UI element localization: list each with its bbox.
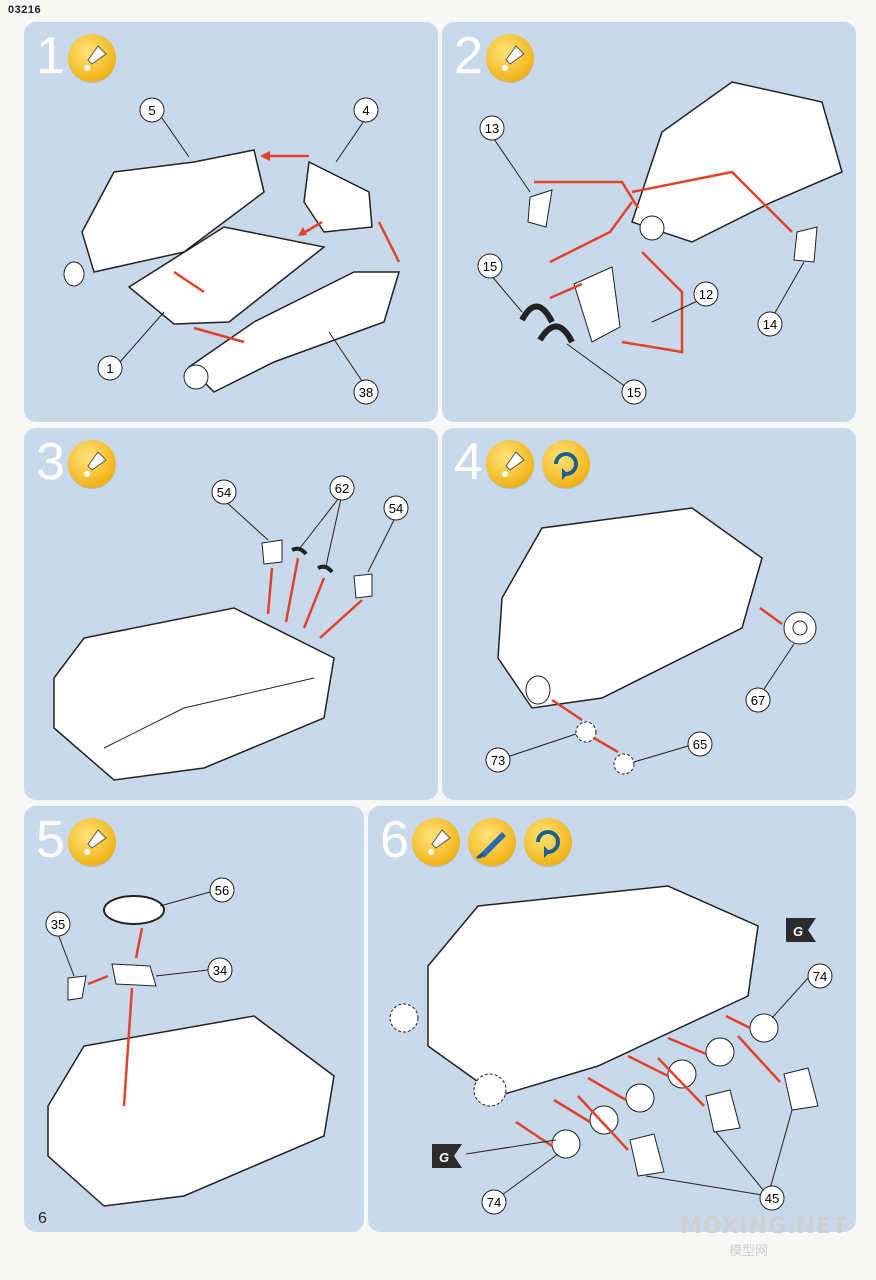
step-1-drawing: 5 4 1 38 bbox=[63, 97, 401, 405]
step-1-number: 1 bbox=[36, 27, 65, 85]
kit-code: 03216 bbox=[8, 4, 42, 16]
glue-icon bbox=[486, 440, 534, 488]
part-45-label: 45 bbox=[765, 1191, 779, 1206]
part-54a-label: 54 bbox=[217, 485, 231, 500]
step-2-panel: 2 13 15 15 12 14 bbox=[442, 22, 856, 422]
part-5-label: 5 bbox=[148, 103, 155, 118]
step-3-drawing: 54 62 54 bbox=[53, 475, 409, 781]
part-15b-label: 15 bbox=[627, 385, 641, 400]
step-5-number: 5 bbox=[36, 811, 65, 869]
step-5-panel: 5 56 35 34 bbox=[24, 806, 364, 1232]
step-2-drawing: 13 15 15 12 14 bbox=[477, 81, 843, 405]
glue-icon bbox=[486, 34, 534, 82]
part-62-label: 62 bbox=[335, 481, 349, 496]
part-12-label: 12 bbox=[699, 287, 713, 302]
watermark-subtext: 模型网 bbox=[728, 1243, 768, 1258]
step-6-number: 6 bbox=[380, 811, 409, 869]
part-73-label: 73 bbox=[491, 753, 505, 768]
part-4-label: 4 bbox=[362, 103, 369, 118]
step-4-number: 4 bbox=[454, 433, 483, 491]
step-4-drawing: 73 65 67 bbox=[485, 507, 817, 775]
part-35-label: 35 bbox=[51, 917, 65, 932]
part-1-label: 1 bbox=[106, 361, 113, 376]
part-74b-label: 74 bbox=[487, 1195, 501, 1210]
tag-g-top: G bbox=[793, 924, 803, 939]
step-6-panel: 6 G 74 G bbox=[368, 806, 856, 1232]
part-13-label: 13 bbox=[485, 121, 499, 136]
part-74a-label: 74 bbox=[813, 969, 827, 984]
part-56-label: 56 bbox=[215, 883, 229, 898]
watermark-text: MOXING.NET bbox=[679, 1214, 848, 1239]
step-4-panel: 4 73 65 67 bbox=[442, 428, 856, 800]
step-3-number: 3 bbox=[36, 433, 65, 491]
step-3-panel: 3 54 62 54 bbox=[24, 428, 438, 800]
part-34-label: 34 bbox=[213, 963, 227, 978]
part-65-label: 65 bbox=[693, 737, 707, 752]
glue-icon bbox=[68, 440, 116, 488]
step-6-drawing: G 74 G 74 45 bbox=[389, 885, 833, 1215]
part-15a-label: 15 bbox=[483, 259, 497, 274]
tag-g-bottom: G bbox=[439, 1150, 449, 1165]
step-5-drawing: 56 35 34 bbox=[45, 877, 335, 1207]
part-14-label: 14 bbox=[763, 317, 777, 332]
step-2-number: 2 bbox=[454, 27, 483, 85]
glue-icon bbox=[412, 818, 460, 866]
glue-icon bbox=[68, 34, 116, 82]
repeat-icon bbox=[542, 440, 590, 488]
glue-icon bbox=[68, 818, 116, 866]
part-67-label: 67 bbox=[751, 693, 765, 708]
paint-brush-icon bbox=[468, 818, 516, 866]
part-54b-label: 54 bbox=[389, 501, 403, 516]
repeat-icon bbox=[524, 818, 572, 866]
page-number: 6 bbox=[38, 1210, 47, 1227]
step-1-panel: 1 5 4 1 38 bbox=[24, 22, 438, 422]
part-38-label: 38 bbox=[359, 385, 373, 400]
